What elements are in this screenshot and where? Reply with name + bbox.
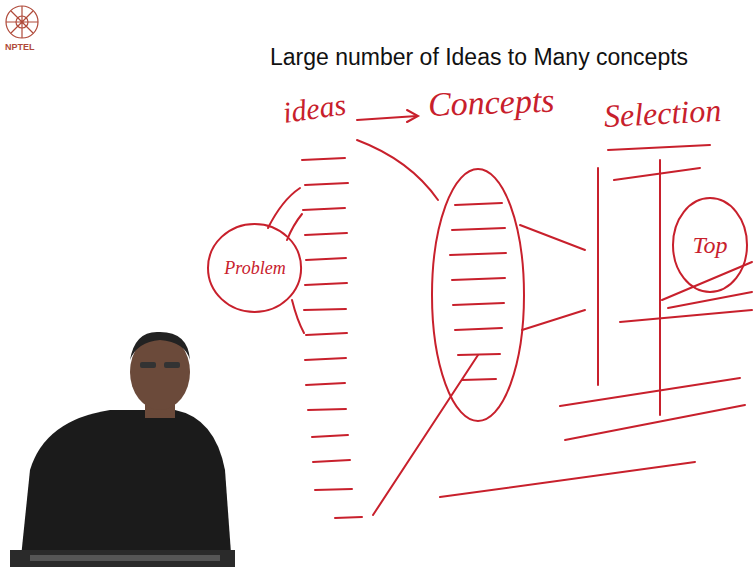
selection-marks [440, 145, 752, 497]
handwritten-arrow [357, 110, 418, 122]
handwritten-label: ideas [281, 87, 348, 129]
top-circle: Top [671, 196, 749, 294]
concept-ellipse [357, 140, 585, 515]
slide-title: Large number of Ideas to Many concepts [270, 44, 688, 71]
idea-list [302, 158, 362, 518]
handwritten-label: Concepts [427, 82, 555, 124]
lecturer-figure [10, 332, 235, 567]
node-text: Problem [224, 258, 285, 279]
node-text: Top [692, 232, 727, 259]
logo-text: NPTEL [5, 42, 35, 52]
nptel-logo [6, 6, 38, 38]
handwritten-label: Selection [603, 92, 722, 135]
problem-circle: Problem [206, 222, 303, 314]
